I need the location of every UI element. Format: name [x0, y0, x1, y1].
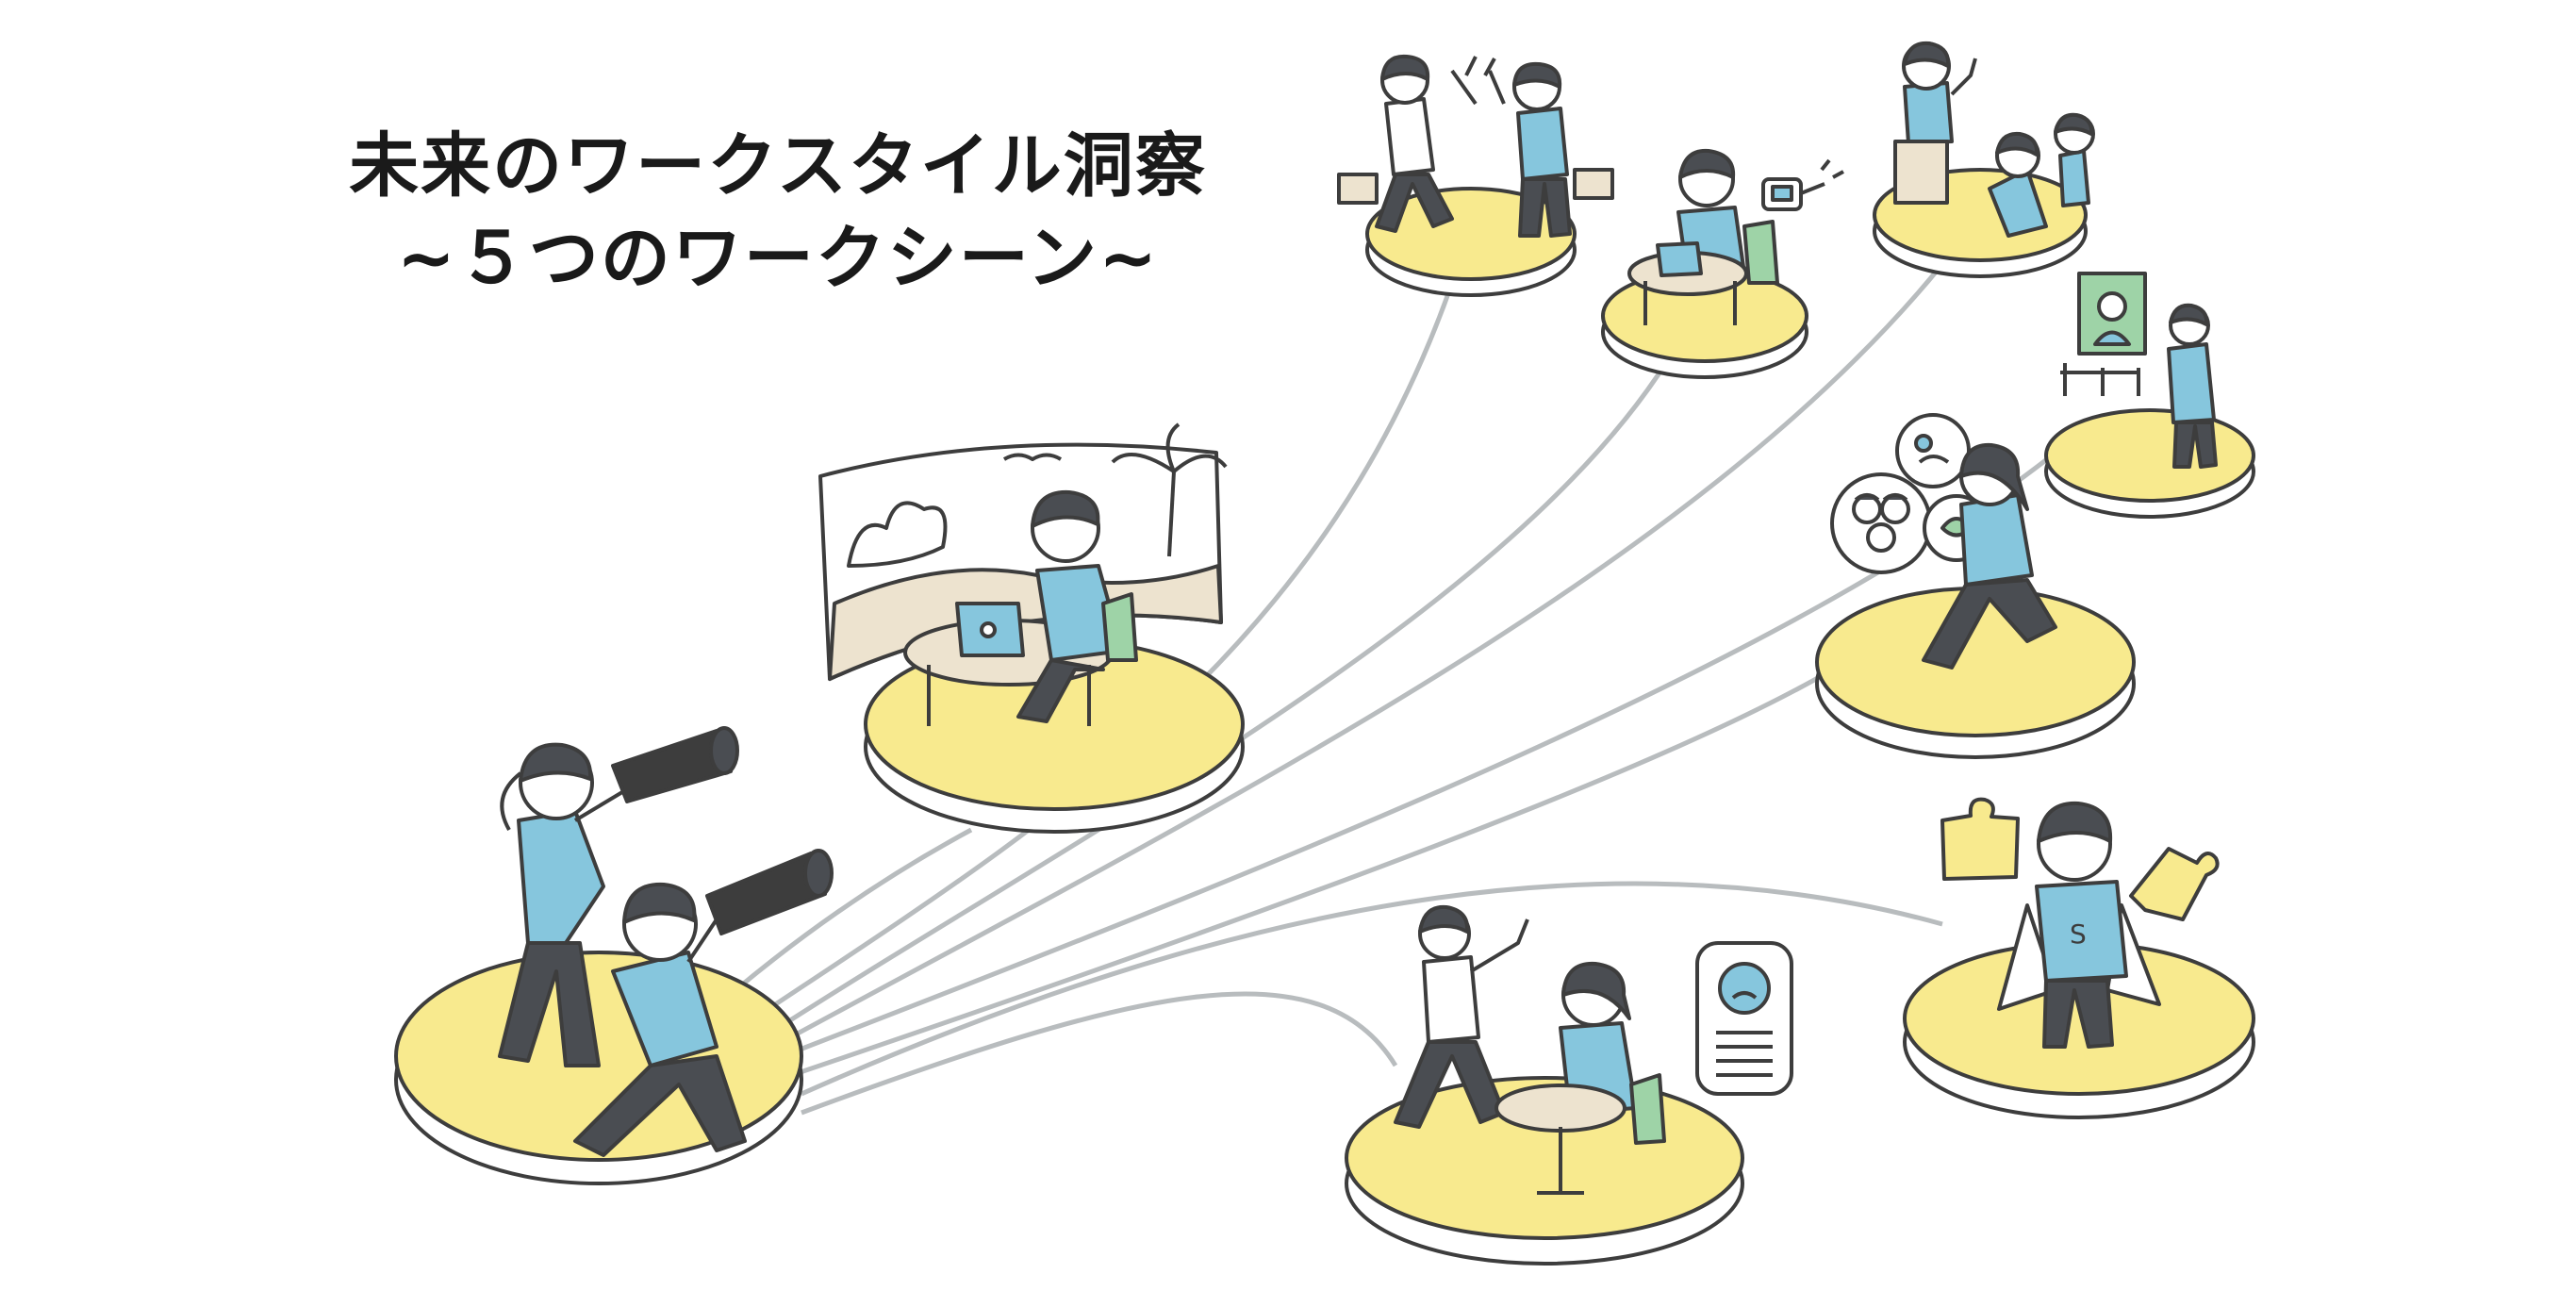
scene-cafe	[1394, 904, 1793, 1195]
scene-high-five	[1337, 54, 1614, 238]
briefcase-icon	[1573, 168, 1614, 200]
bubble-icon	[1895, 413, 1971, 488]
briefcase-icon	[1337, 173, 1379, 205]
scene-teaching	[1893, 41, 2095, 238]
platform-robot	[1601, 269, 1808, 379]
title-line-sub: ~５つのワークシーン~	[396, 217, 1160, 299]
podium-icon	[1893, 140, 1949, 205]
platform-gallery	[2044, 408, 2255, 519]
scene-observers	[498, 726, 834, 1157]
connection-lines	[734, 262, 2057, 1116]
title-line-main: 未来のワークスタイル洞察	[349, 125, 1207, 207]
platforms	[394, 168, 2255, 1266]
face-card-icon	[1695, 941, 1793, 1096]
telescope-icon	[611, 726, 739, 803]
scene-super-worker: S	[1940, 797, 2220, 1049]
portrait-icon	[2077, 272, 2147, 356]
scene-gallery	[2060, 272, 2218, 469]
puzzle-icon	[1940, 797, 2020, 881]
laptop-icon	[1656, 241, 1703, 277]
scene-video-call	[1830, 413, 2057, 670]
bubble-icon	[1830, 472, 1932, 574]
laptop-icon	[955, 602, 1025, 657]
platform-super	[1903, 941, 2255, 1119]
scene-robot	[1627, 148, 1844, 325]
robot-icon	[1761, 158, 1844, 211]
svg-text:S: S	[2070, 918, 2087, 950]
page-title: 未来のワークスタイル洞察 ~５つのワークシーン~	[236, 121, 1320, 305]
telescope-icon	[705, 849, 834, 935]
puzzle-icon	[2129, 847, 2220, 921]
scene-beach	[818, 422, 1228, 726]
